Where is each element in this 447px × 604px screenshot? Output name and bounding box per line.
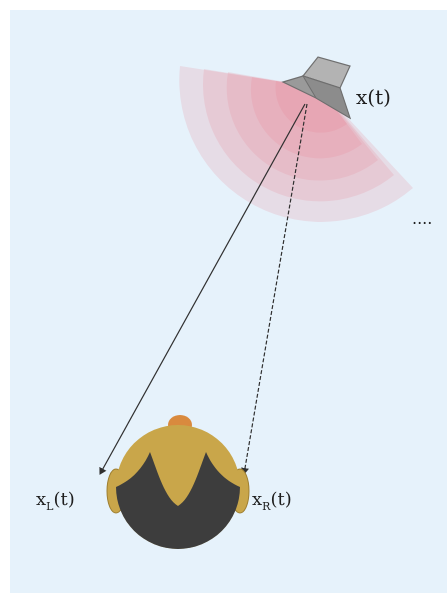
left-path-arrow [99,103,306,475]
source-label: x(t) [356,85,391,109]
left-ear-label: xL(t) [36,489,75,513]
speaker-icon [281,56,352,120]
ellipsis-marker: .... [412,209,432,228]
right-path-arrow [241,103,308,475]
sound-wave-fan [179,66,413,222]
right-ear-label: xR(t) [252,489,292,513]
listener-head-icon [106,415,250,549]
